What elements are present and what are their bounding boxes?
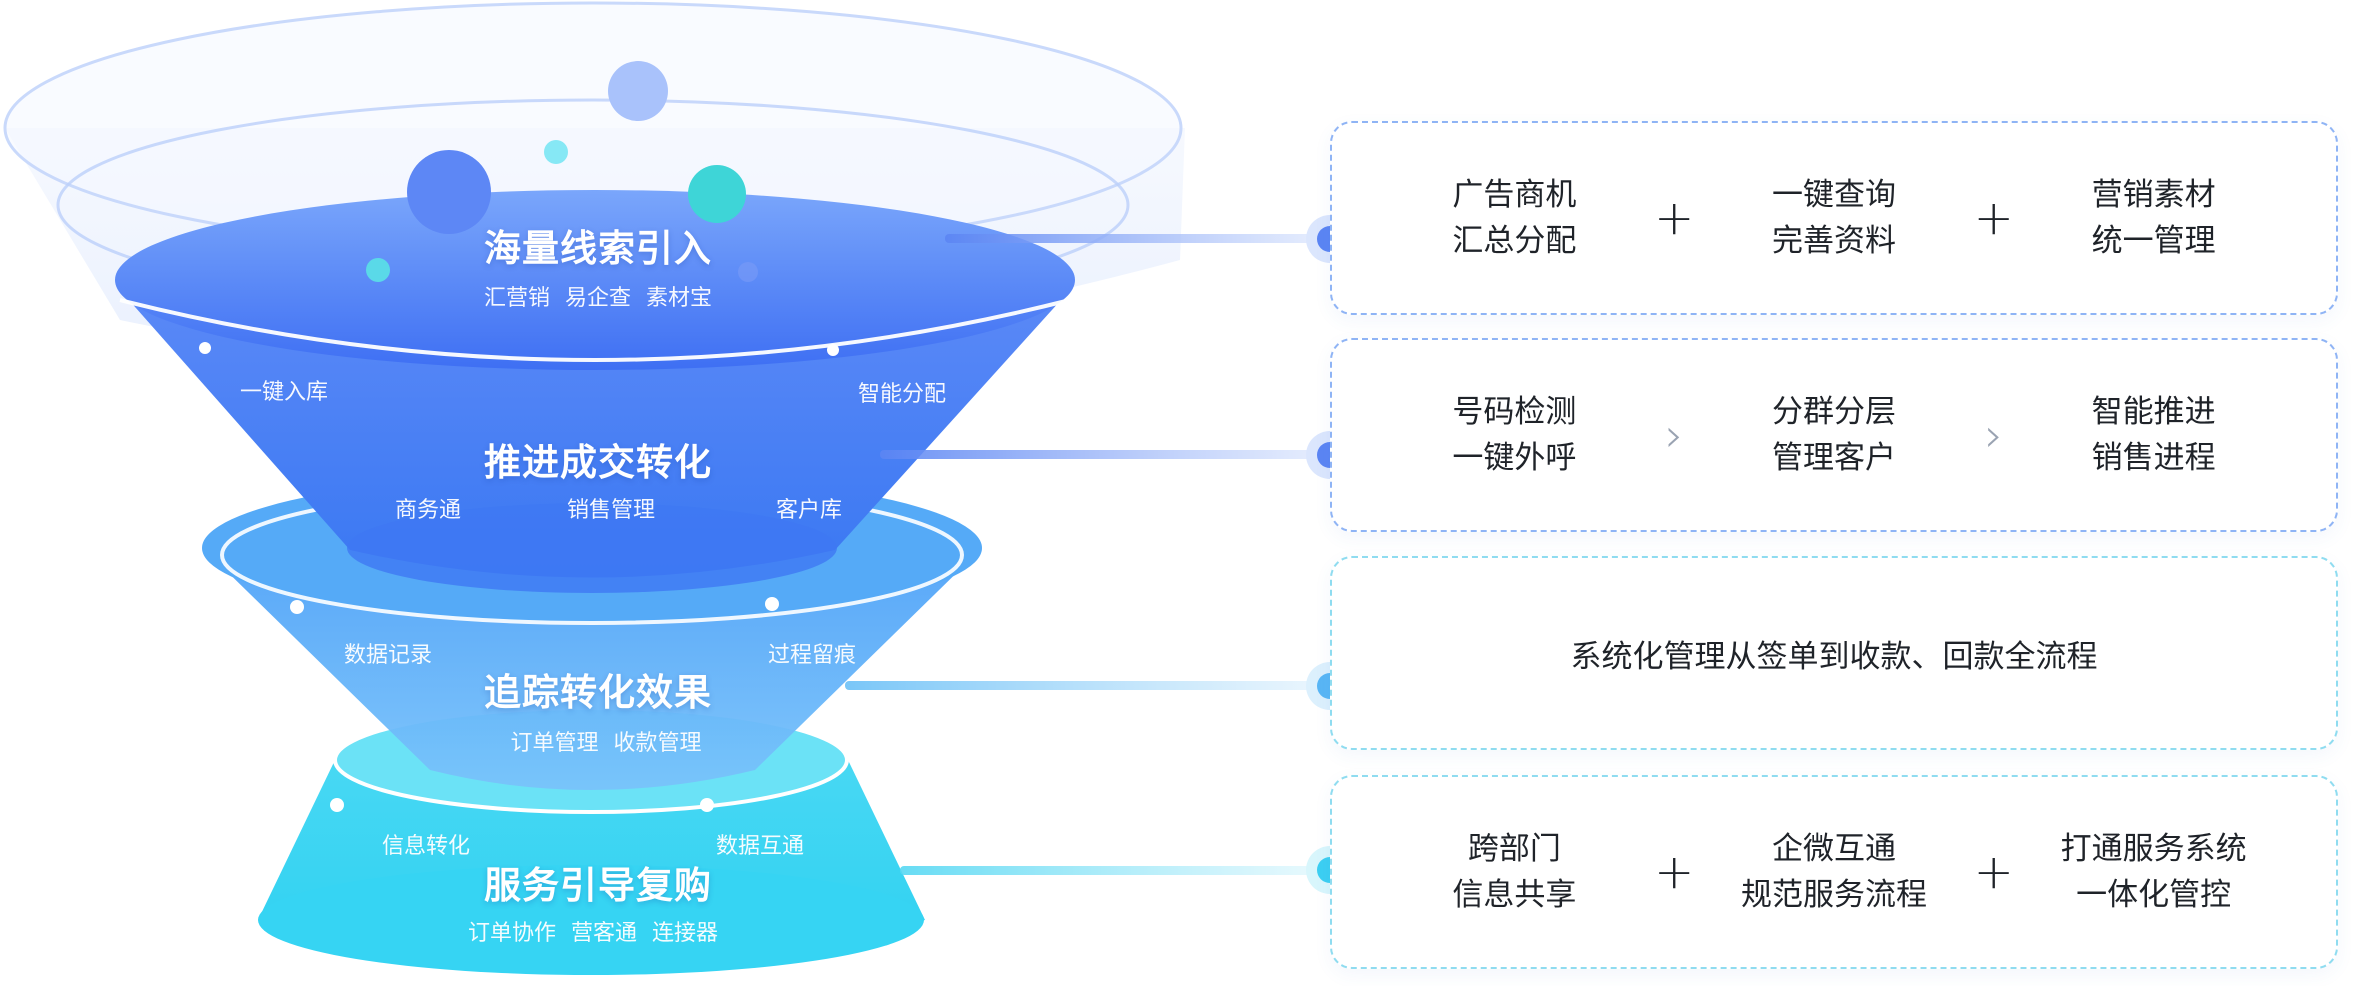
- connector-lines: [845, 234, 1325, 875]
- stage-3-left-label: 信息转化: [382, 834, 471, 859]
- stage-2-product-1: 商务通: [394, 498, 462, 523]
- stage-3-title: 追踪转化效果: [484, 671, 712, 714]
- stage-2-feature-1: 号码检测 一键外呼: [1452, 394, 1577, 476]
- stage-3-feature-box: 系统化管理从签单到收款、回款全流程: [1330, 556, 2338, 750]
- stage-3-feature-text: 系统化管理从签单到收款、回款全流程: [1570, 638, 2098, 675]
- stage-1-title: 海量线索引入: [484, 227, 712, 270]
- stage-2-product-2: 销售管理: [566, 498, 656, 523]
- stage-2-product-3: 客户库: [775, 498, 843, 523]
- stage-2-right-label: 过程留痕: [768, 643, 857, 668]
- stage-2-feature-3: 智能推进 销售进程: [2091, 394, 2216, 476]
- stage-2-left-label: 数据记录: [344, 643, 433, 668]
- stage-1-feature-2: 一键查询 完善资料: [1771, 177, 1896, 259]
- stage-4-feature-2: 企微互通 规范服务流程: [1740, 831, 1927, 913]
- stage-1-feature-3: 营销素材 统一管理: [2091, 177, 2216, 259]
- stage-4-feature-3: 打通服务系统 一体化管控: [2060, 831, 2247, 913]
- stage-4-feature-box: 跨部门 信息共享 + 企微互通 规范服务流程 + 打通服务系统 一体化管控: [1330, 775, 2338, 969]
- stage-2-title: 推进成交转化: [484, 441, 712, 484]
- plus-icon: +: [1973, 844, 2014, 900]
- chevron-right-icon: ›: [1664, 408, 1684, 462]
- stage-1-products: 汇营销 易企查 素材宝: [484, 286, 712, 311]
- chevron-right-icon: ›: [1984, 408, 2003, 462]
- stage-3-products: 订单管理 收款管理: [510, 731, 702, 756]
- plus-icon: +: [1973, 190, 2014, 246]
- plus-icon: +: [1654, 190, 1695, 246]
- stage-1-feature-1: 广告商机 汇总分配: [1452, 177, 1577, 259]
- rim-dots: [199, 342, 839, 812]
- stage-4-feature-1: 跨部门 信息共享: [1452, 831, 1577, 913]
- stage-3-right-label: 数据互通: [716, 834, 805, 859]
- stage-4-products: 订单协作 营客通 连接器: [468, 921, 718, 946]
- stage-1-right-label: 智能分配: [858, 382, 947, 407]
- decor-balls: [366, 61, 758, 282]
- stage-1-feature-box: 广告商机 汇总分配 + 一键查询 完善资料 + 营销素材 统一管理: [1330, 121, 2338, 315]
- stage-2-feature-2: 分群分层 管理客户: [1771, 394, 1896, 476]
- plus-icon: +: [1654, 844, 1695, 900]
- funnel-stage-2: [120, 290, 1070, 593]
- stage-2-feature-box: 号码检测 一键外呼 › 分群分层 管理客户 › 智能推进 销售进程: [1330, 338, 2338, 532]
- funnel-stage-1: [115, 190, 1075, 370]
- stage-1-left-label: 一键入库: [240, 380, 329, 405]
- stage-4-title: 服务引导复购: [484, 864, 712, 907]
